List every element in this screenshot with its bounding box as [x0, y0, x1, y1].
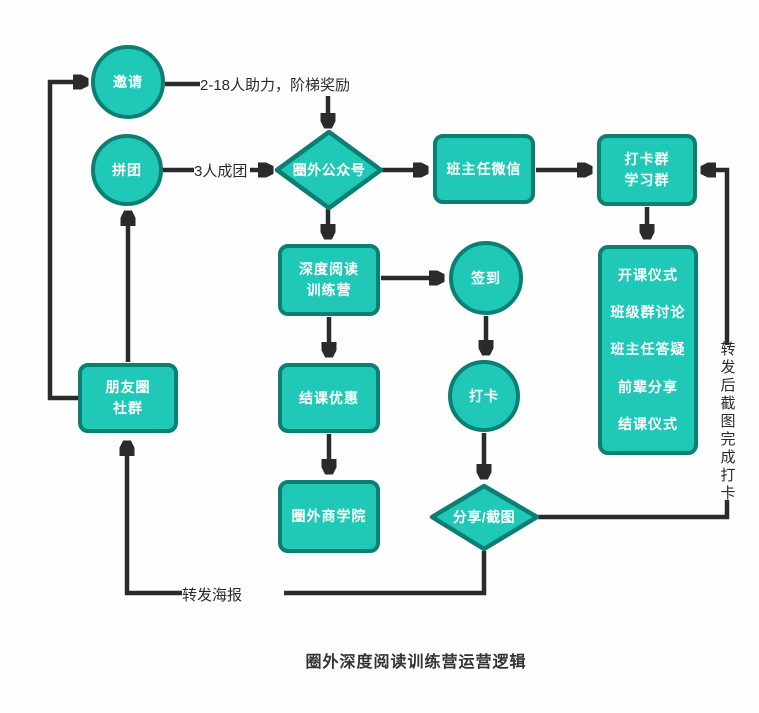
edge-label-forward-poster: 转发海报	[182, 584, 243, 604]
node-sign-in: 签到	[449, 241, 523, 315]
connector-share-bottom-left	[127, 442, 182, 596]
node-teacher-wechat-label: 班主任微信	[446, 160, 522, 177]
share-screenshot-diamond	[429, 483, 540, 552]
node-business-school: 圈外商学院	[278, 480, 380, 553]
node-moments-line1: 朋友圈	[105, 379, 151, 395]
node-checkin-group-line2: 学习群	[624, 172, 670, 188]
edge-label-invite-note: 2-18人助力，阶梯奖励	[200, 74, 351, 94]
official-account-diamond	[274, 129, 384, 211]
activity-closing-ceremony: 结课仪式	[618, 415, 678, 432]
node-group-buy: 拼团	[91, 134, 163, 206]
connector-moments-to-invite	[47, 82, 87, 401]
node-checkin-group-line1: 打卡群	[624, 151, 670, 167]
node-reading-camp-line1: 深度阅读	[299, 261, 359, 277]
activity-senior-sharing: 前辈分享	[618, 378, 678, 395]
edge-label-forward-screenshot: 转发后截图完成打卡	[718, 341, 736, 503]
node-group-buy-label: 拼团	[112, 161, 142, 178]
node-business-school-label: 圈外商学院	[291, 508, 367, 524]
node-activities: 开课仪式 班级群讨论 班主任答疑 前辈分享 结课仪式	[598, 245, 698, 455]
activity-class-discussion: 班级群讨论	[610, 304, 686, 321]
node-checkin-group: 打卡群 学习群	[597, 134, 697, 206]
edge-label-group-note: 3人成团	[194, 160, 248, 180]
diagram-title: 圈外深度阅读训练营运营逻辑	[305, 654, 527, 671]
connector-share-right-lower	[538, 500, 730, 520]
node-sign-in-label: 签到	[471, 269, 501, 286]
node-moments-line2: 社群	[113, 400, 143, 416]
node-course-end-discount: 结课优惠	[278, 363, 380, 433]
node-official-account-label: 圈外公众号	[292, 162, 366, 178]
activity-teacher-qa: 班主任答疑	[610, 341, 686, 358]
connector-share-bottom-right	[284, 551, 487, 596]
connector-share-right-upper	[702, 170, 730, 345]
node-reading-camp: 深度阅读 训练营	[278, 244, 380, 316]
node-invite: 邀请	[91, 45, 165, 119]
node-moments-community: 朋友圈 社群	[78, 363, 178, 433]
node-course-end-discount-label: 结课优惠	[299, 389, 359, 406]
node-share-screenshot-label: 分享/截图	[452, 509, 516, 525]
node-invite-label: 邀请	[113, 73, 143, 90]
node-teacher-wechat: 班主任微信	[433, 134, 535, 204]
node-daily-checkin: 打卡	[448, 360, 520, 432]
node-daily-checkin-label: 打卡	[469, 387, 499, 404]
node-reading-camp-line2: 训练营	[306, 282, 352, 298]
activity-opening-ceremony: 开课仪式	[618, 267, 678, 284]
